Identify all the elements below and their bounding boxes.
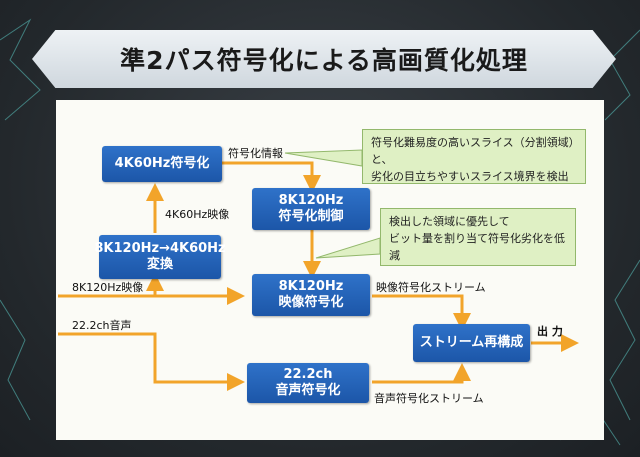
box-audio-encoder: 22.2ch 音声符号化 — [247, 363, 369, 403]
box-stream-remux-label: ストリーム再構成 — [419, 335, 524, 350]
label-input-video: 8K120Hz映像 — [72, 281, 144, 294]
box-4k60-encoder: 4K60Hz符号化 — [102, 146, 222, 182]
callout-bit-allocation: 検出した領域に優先して ビット量を割り当て符号化劣化を低減 — [380, 208, 576, 266]
arrow-audio-stream — [372, 363, 471, 384]
box-encode-control-label-2: 符号化制御 — [278, 209, 344, 224]
box-converter-label-1: 8K120Hz→4K60Hz — [94, 241, 226, 256]
label-enc-info: 符号化情報 — [228, 147, 283, 160]
callout-detection-line-2: 劣化の目立ちやすいスライス境界を検出 — [371, 170, 569, 183]
arrow-enc-info — [222, 161, 321, 193]
label-output: 出 力 — [537, 325, 563, 338]
callout-bit-allocation-line-1: 検出した領域に優先して — [389, 215, 510, 228]
box-video-encoder: 8K120Hz 映像符号化 — [252, 274, 370, 316]
callout-detection: 符号化難易度の高いスライス（分割領域）と、 劣化の目立ちやすいスライス境界を検出 — [362, 129, 586, 184]
box-encode-control-label-1: 8K120Hz — [278, 193, 344, 208]
callout-bit-allocation-line-2: ビット量を割り当て符号化劣化を低減 — [389, 232, 565, 262]
box-converter: 8K120Hz→4K60Hz 変換 — [94, 235, 226, 279]
title-banner — [32, 30, 616, 88]
label-input-audio: 22.2ch音声 — [72, 319, 132, 332]
arrow-video-stream — [372, 294, 471, 331]
callout-detection-line-1: 符号化難易度の高いスライス（分割領域）と、 — [371, 136, 575, 166]
box-audio-encoder-label-1: 22.2ch — [283, 367, 333, 382]
label-4k60-video: 4K60Hz映像 — [165, 208, 230, 221]
label-audio-stream: 音声符号化ストリーム — [374, 392, 484, 405]
box-encode-control: 8K120Hz 符号化制御 — [252, 188, 370, 230]
box-4k60-encoder-label: 4K60Hz符号化 — [114, 156, 210, 171]
box-video-encoder-label-2: 映像符号化 — [278, 295, 344, 310]
label-video-stream: 映像符号化ストリーム — [376, 281, 486, 294]
arrow-input-audio — [58, 332, 245, 391]
box-converter-label-2: 変換 — [146, 257, 173, 272]
box-video-encoder-label-1: 8K120Hz — [278, 279, 344, 294]
callout-mid-pointer — [315, 237, 381, 259]
box-audio-encoder-label-2: 音声符号化 — [275, 383, 341, 398]
box-stream-remux: ストリーム再構成 — [413, 324, 530, 362]
page-title: 準2パス符号化による高画質化処理 — [120, 46, 528, 75]
